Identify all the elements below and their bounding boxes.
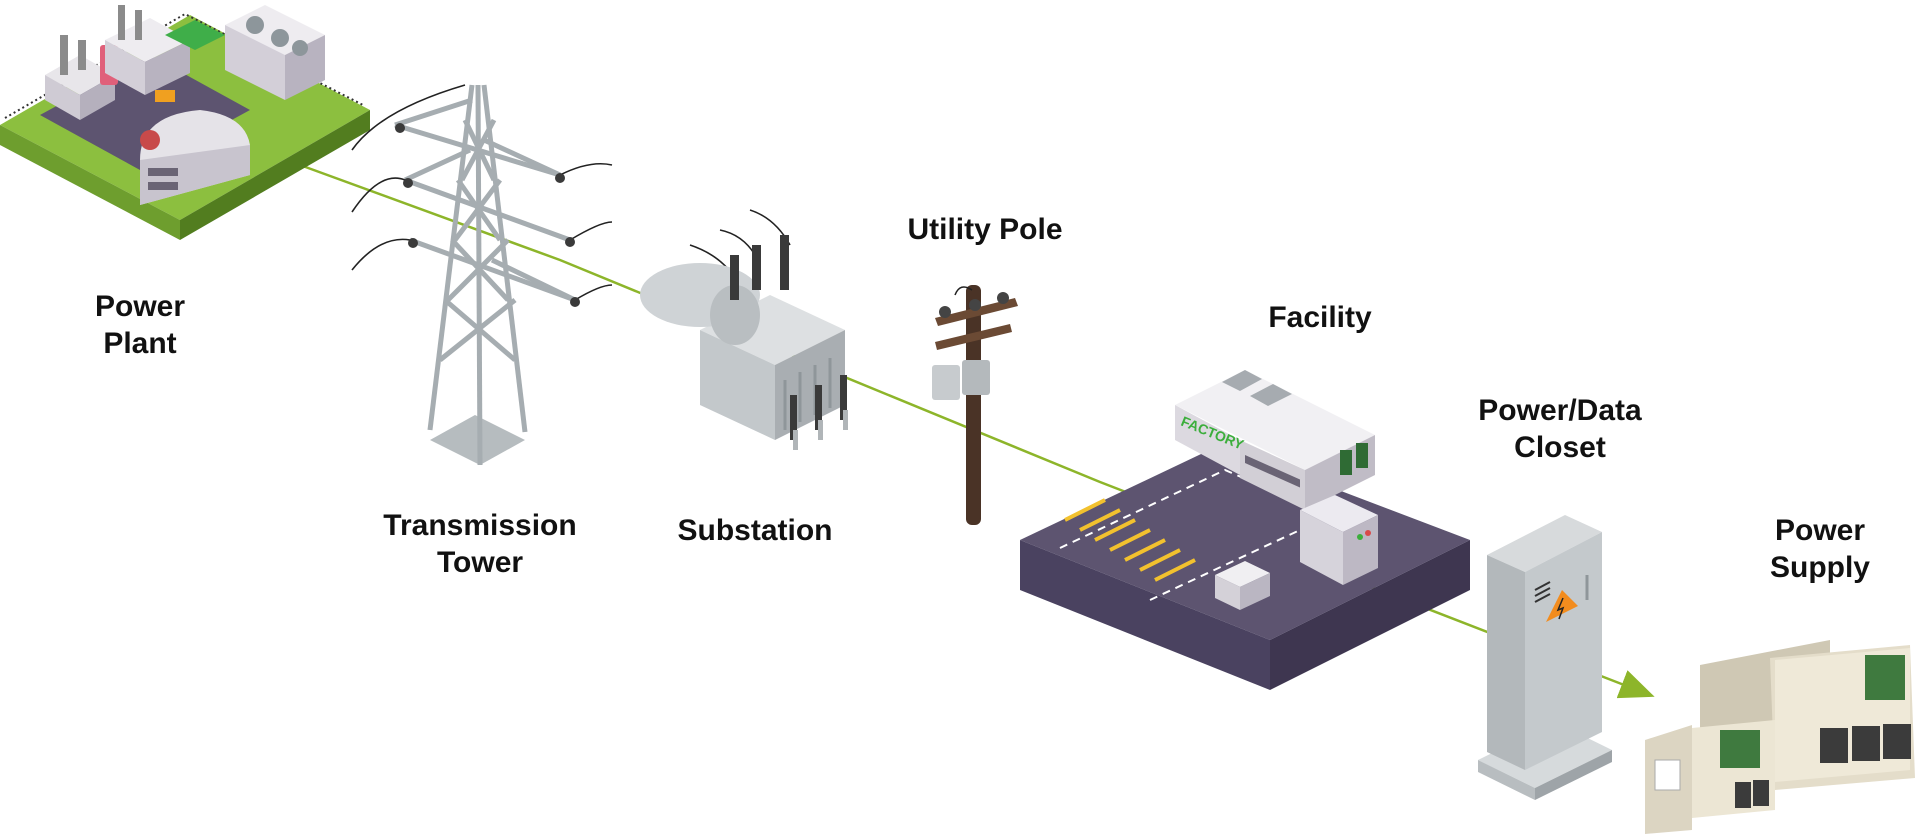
label-line: Plant [103, 327, 177, 360]
facility-illustration: FACTORY [1020, 370, 1470, 690]
substation-illustration [640, 235, 848, 450]
label-power-data-closet: Power/Data Closet [1465, 392, 1655, 466]
power-plant-illustration [0, 5, 370, 240]
label-line: Power [1774, 514, 1866, 547]
label-line: Substation [677, 514, 833, 547]
label-line: Facility [1268, 301, 1372, 334]
label-substation: Substation [660, 512, 850, 549]
label-utility-pole: Utility Pole [890, 211, 1080, 248]
label-line: Tower [436, 546, 524, 579]
label-line: Closet [1514, 431, 1606, 464]
closet-cabinet-illustration [1478, 515, 1612, 800]
label-facility: Facility [1240, 299, 1400, 336]
utility-pole-illustration [932, 285, 1018, 525]
label-line: Transmission [383, 509, 577, 542]
power-supply-illustration [1645, 640, 1915, 834]
label-line: Utility Pole [907, 213, 1063, 246]
label-power-supply: Power Supply [1740, 512, 1900, 586]
tower-insulators [395, 123, 580, 307]
label-power-plant: Power Plant [70, 288, 210, 362]
label-line: Supply [1769, 551, 1870, 584]
label-transmission-tower: Transmission Tower [370, 507, 590, 581]
label-line: Power/Data [1478, 394, 1642, 427]
label-line: Power [94, 290, 186, 323]
transmission-tower-illustration [394, 84, 577, 466]
